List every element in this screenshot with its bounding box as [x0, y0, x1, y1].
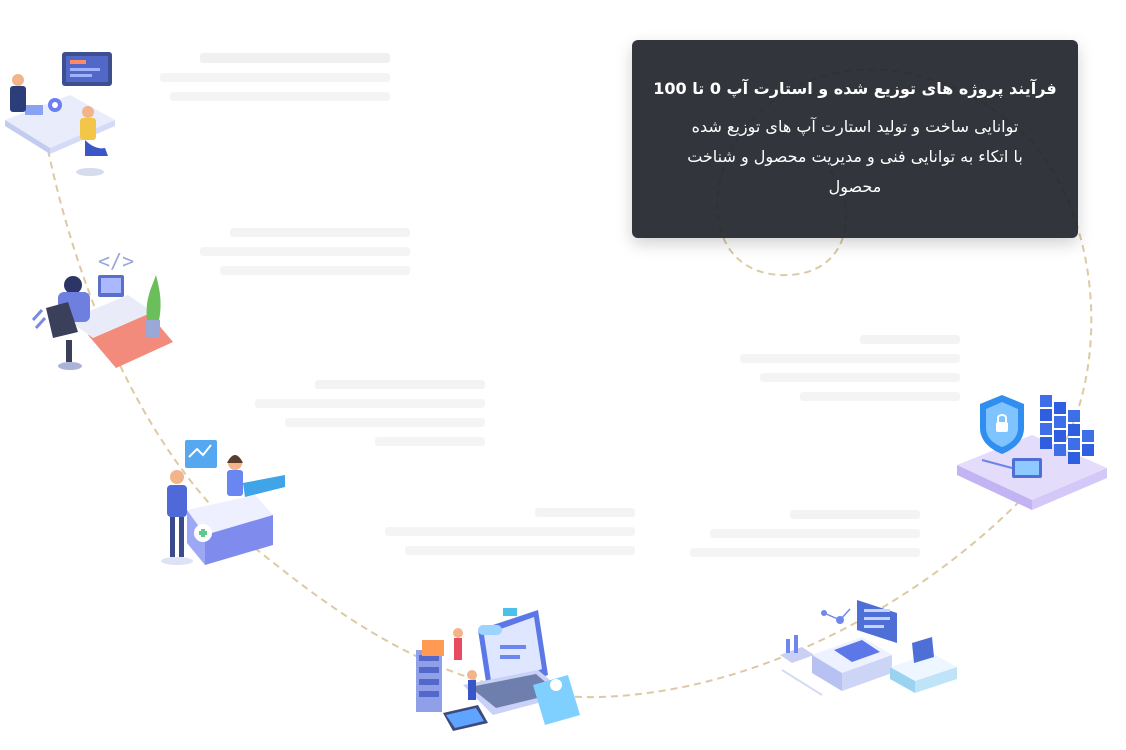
faint-text-1 [160, 48, 390, 111]
faint-text-4 [385, 508, 635, 565]
cloud-services-illustration [416, 608, 580, 731]
svg-text:</>: </> [98, 249, 134, 273]
faint-text-5 [690, 510, 920, 567]
tooltip-body: توانایی ساخت و تولید استارت آپ های توزیع… [687, 117, 1023, 196]
faint-text-3 [255, 380, 485, 456]
faint-text-6 [740, 335, 960, 411]
developer-illustration: </> [31, 249, 173, 370]
team-meeting-illustration [5, 52, 115, 176]
medical-reception-illustration [161, 440, 285, 565]
security-shield-illustration [957, 395, 1107, 510]
step-tooltip: فرآیند پروژه های توزیع شده و استارت آپ 0… [632, 40, 1078, 238]
data-network-illustration [780, 600, 957, 696]
tooltip-title: فرآیند پروژه های توزیع شده و استارت آپ 0… [653, 79, 1057, 98]
faint-text-2 [200, 228, 410, 285]
